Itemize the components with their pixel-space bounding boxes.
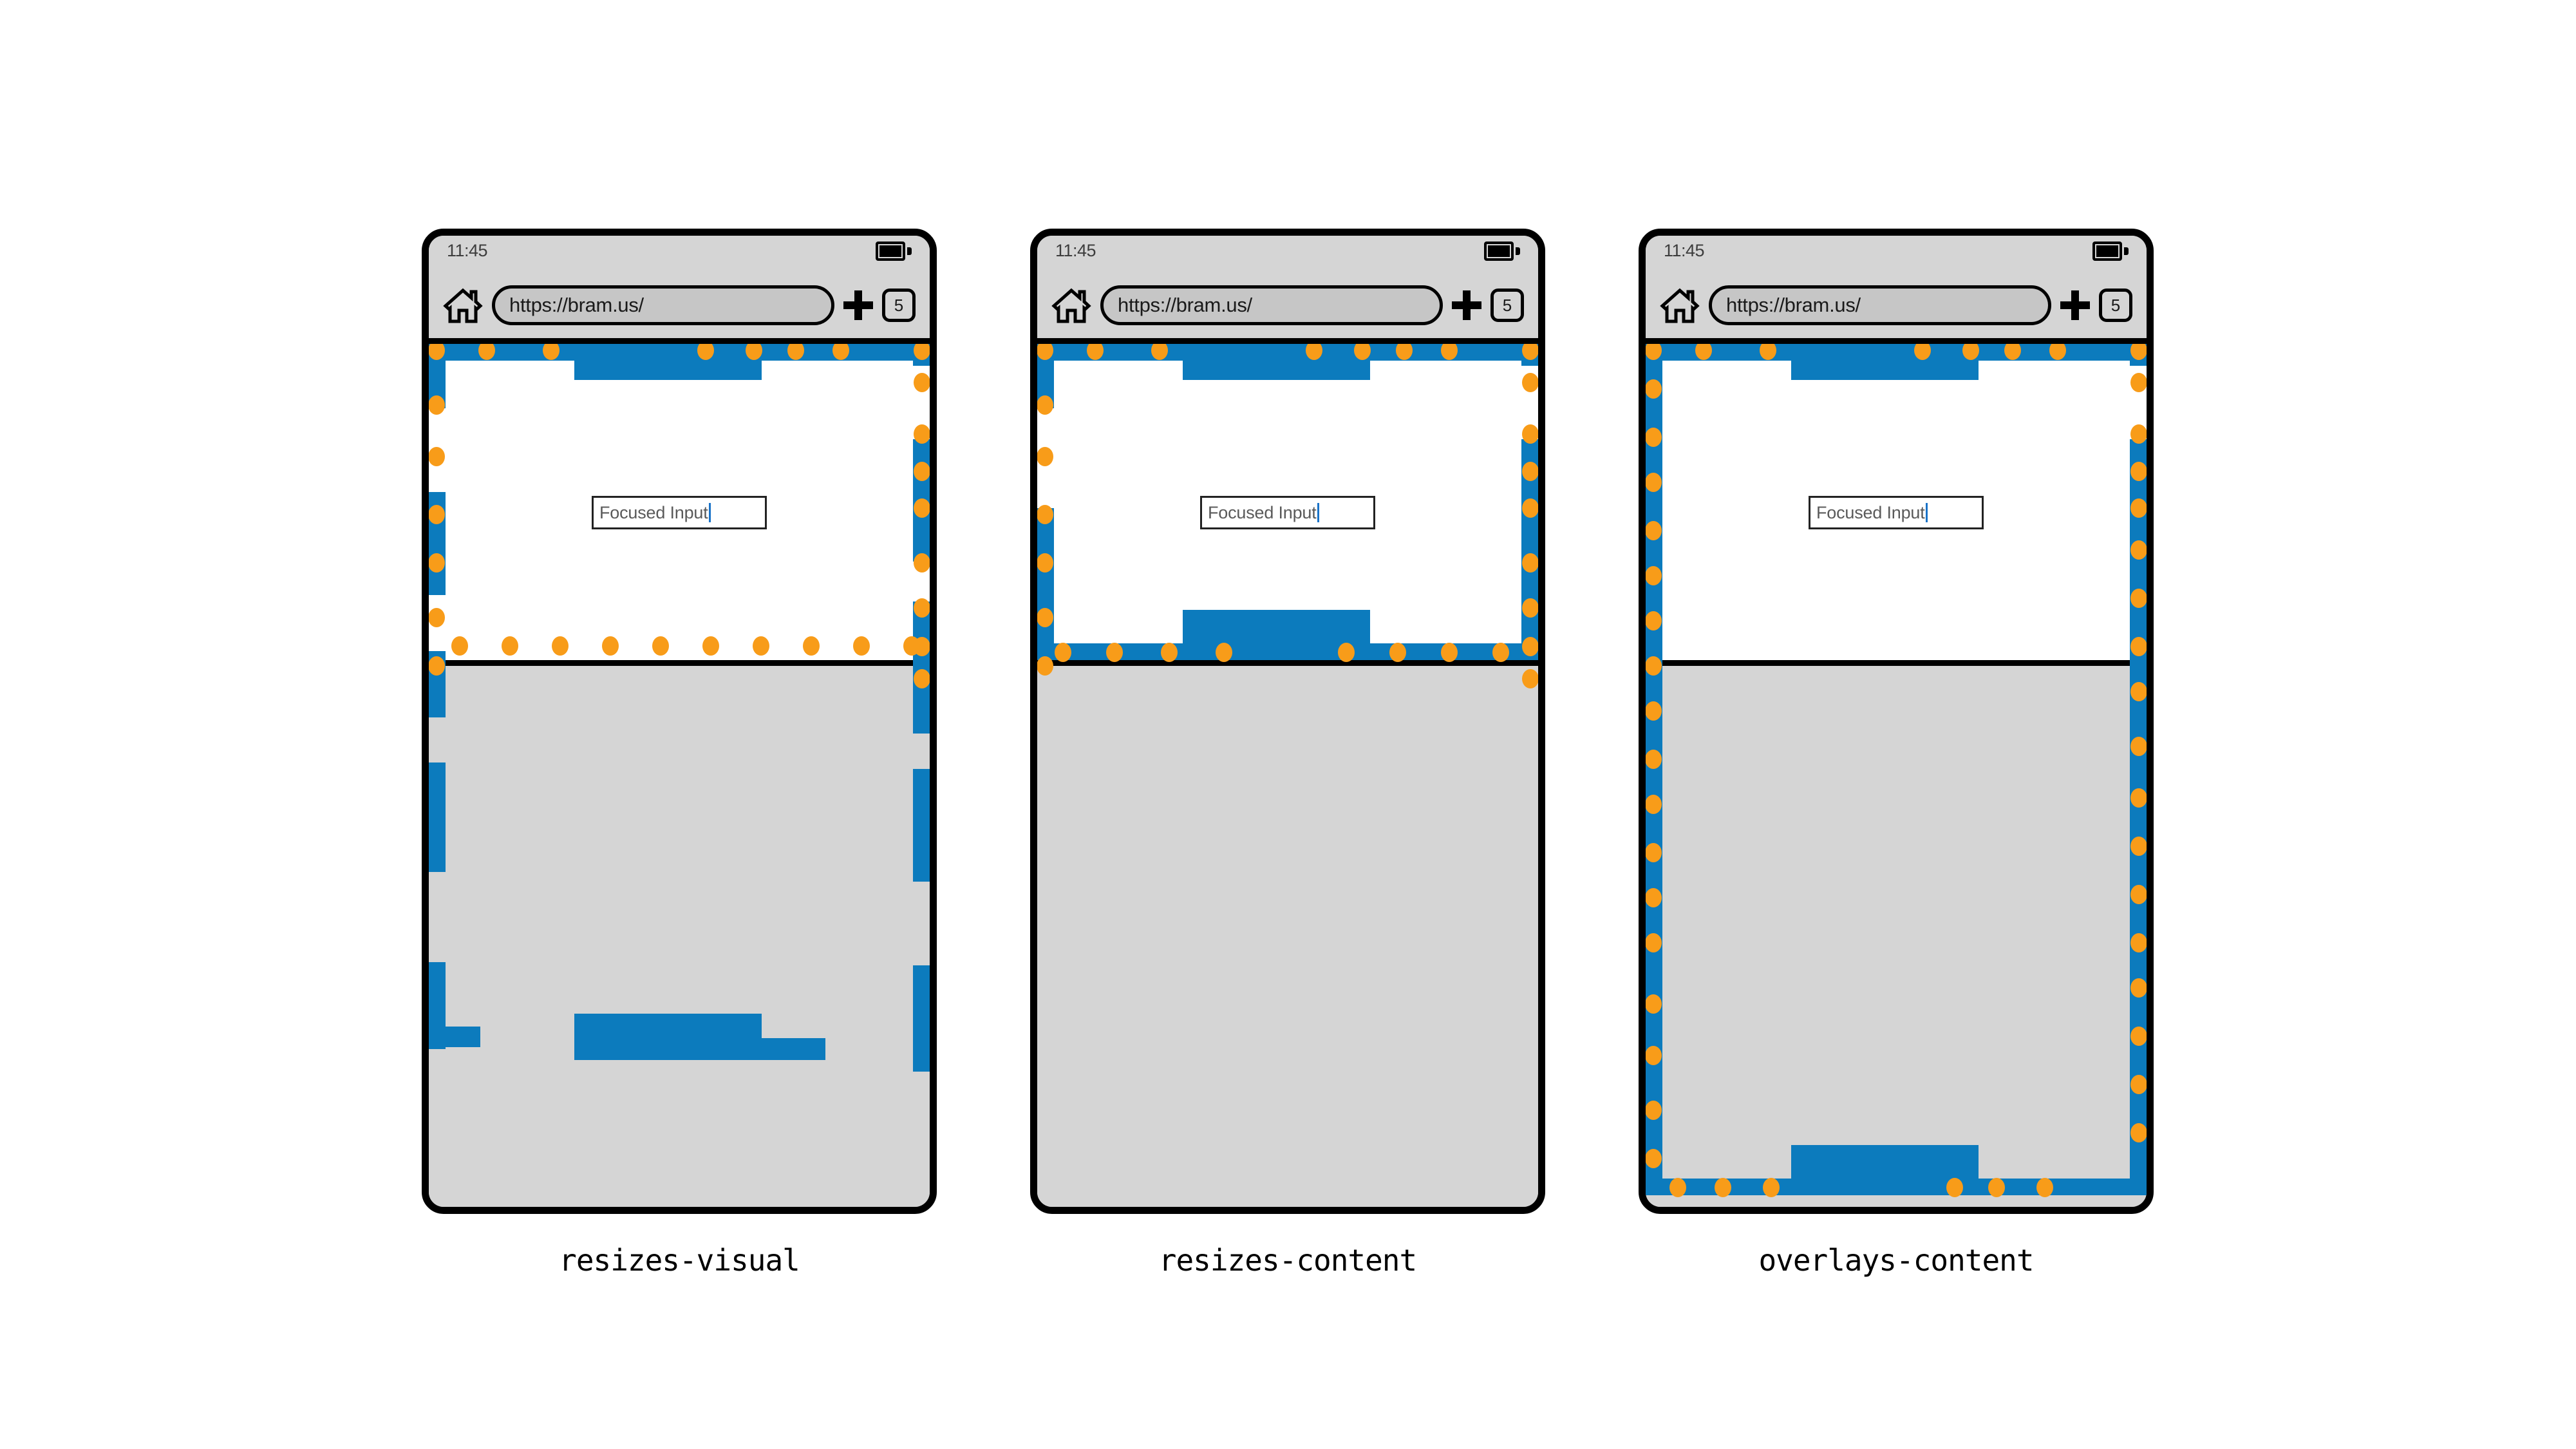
text-caret [1925,503,1928,522]
browser-toolbar: https://bram.us/5 [429,269,930,341]
home-icon[interactable] [1051,287,1091,324]
focused-input-field[interactable]: Focused Input [1809,496,1984,529]
focused-input-value: Focused Input [599,502,708,522]
tab-count-button[interactable]: 5 [1490,289,1524,322]
phone-screen-resizes-content: Focused Input [1037,341,1538,1207]
focused-input-field[interactable]: Focused Input [1200,496,1375,529]
battery-fill [2095,244,2120,258]
browser-toolbar: https://bram.us/5 [1037,269,1538,341]
tab-count-button[interactable]: 5 [882,289,916,322]
plus-icon[interactable] [843,290,873,320]
focused-input-value: Focused Input [1816,502,1925,522]
status-clock: 11:45 [447,241,488,260]
status-bar: 11:45 [429,236,930,269]
browser-chrome: 11:45 https://bram.us/5 [429,236,930,344]
home-icon[interactable] [443,287,483,324]
battery-nub [2124,247,2129,255]
battery-full-icon [1484,242,1520,261]
phone-caption-resizes-visual: resizes-visual [559,1243,800,1278]
battery-full-icon [2092,242,2129,261]
browser-chrome: 11:45 https://bram.us/5 [1646,236,2147,344]
plus-icon[interactable] [2060,290,2090,320]
battery-nub [907,247,912,255]
plus-icon[interactable] [1452,290,1481,320]
phone-screen-overlays-content: Focused Input [1646,341,2147,1207]
status-bar: 11:45 [1646,236,2147,269]
text-caret [1317,503,1319,522]
focused-input-value: Focused Input [1208,502,1317,522]
phone-caption-overlays-content: overlays-content [1758,1243,2034,1278]
status-bar: 11:45 [1037,236,1538,269]
url-bar[interactable]: https://bram.us/ [1709,285,2051,325]
battery-full-icon [876,242,912,261]
phone-screen-resizes-visual: Focused Input [429,341,930,1207]
focused-input-field[interactable]: Focused Input [592,496,767,529]
tab-count-button[interactable]: 5 [2099,289,2132,322]
url-bar[interactable]: https://bram.us/ [1100,285,1443,325]
virtual-keyboard [1037,666,1538,1207]
status-clock: 11:45 [1055,241,1096,260]
virtual-keyboard [1646,666,2147,1207]
url-bar[interactable]: https://bram.us/ [492,285,834,325]
phone-caption-resizes-content: resizes-content [1158,1243,1417,1278]
status-clock: 11:45 [1664,241,1705,260]
virtual-keyboard [429,666,930,1207]
battery-fill [1487,244,1511,258]
browser-chrome: 11:45 https://bram.us/5 [1037,236,1538,344]
text-caret [708,503,711,522]
battery-fill [878,244,903,258]
home-icon[interactable] [1660,287,1700,324]
battery-nub [1516,247,1520,255]
browser-toolbar: https://bram.us/5 [1646,269,2147,341]
